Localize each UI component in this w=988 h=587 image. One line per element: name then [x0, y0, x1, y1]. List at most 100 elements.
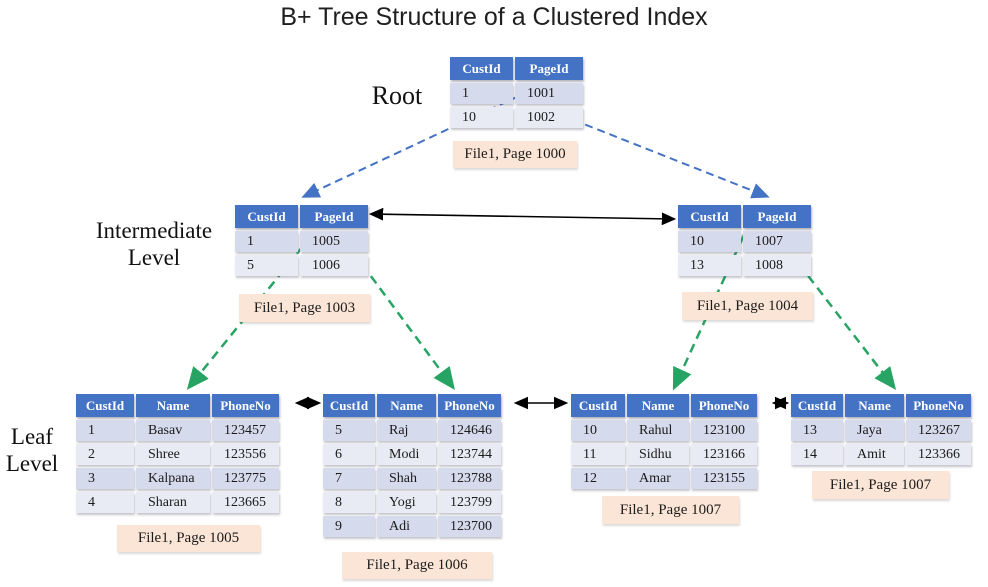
table-cell: 10 — [678, 231, 741, 252]
arrow-intleft-to-leaf2 — [360, 263, 455, 391]
table-cell: 6 — [323, 444, 375, 465]
table-cell: 123788 — [438, 468, 501, 489]
table-cell: 1 — [450, 83, 513, 104]
root-page-label: File1, Page 1000 — [453, 141, 577, 168]
column-header: PhoneNo — [438, 394, 501, 417]
table-cell: 124646 — [438, 420, 501, 441]
column-header: CustId — [571, 394, 625, 417]
column-header: CustId — [76, 394, 134, 417]
table-cell: 9 — [323, 516, 375, 537]
column-header: Name — [845, 394, 904, 417]
table-cell: 123100 — [691, 420, 757, 441]
column-header: Name — [136, 394, 210, 417]
intermediate-left-page-label: File1, Page 1003 — [239, 294, 370, 322]
column-header: Name — [627, 394, 689, 417]
table-cell: Amit — [845, 444, 904, 465]
level-label-intermediate-line1: Intermediate — [95, 218, 213, 243]
level-label-root: Root — [371, 81, 423, 110]
column-header: CustId — [791, 394, 843, 417]
table-cell: Sharan — [136, 492, 210, 513]
leaf-page-label-3: File1, Page 1007 — [602, 496, 739, 524]
level-label-leaf: Leaf Level — [0, 423, 64, 477]
table-cell: 123744 — [438, 444, 501, 465]
table-cell: 14 — [791, 444, 843, 465]
column-header: CustId — [450, 57, 513, 80]
table-cell: 123155 — [691, 468, 757, 489]
table-cell: 11 — [571, 444, 625, 465]
level-label-leaf-line2: Level — [5, 451, 59, 476]
table-cell: Adi — [377, 516, 436, 537]
table-cell: 13 — [791, 420, 843, 441]
column-header: PageId — [743, 205, 811, 228]
diagram-title: B+ Tree Structure of a Clustered Index — [280, 3, 708, 31]
table-cell: 123457 — [212, 420, 279, 441]
level-label-intermediate: Intermediate Level — [78, 217, 230, 271]
table-cell: Raj — [377, 420, 436, 441]
table-cell: 1 — [235, 231, 298, 252]
column-header: CustId — [678, 205, 741, 228]
column-header: Name — [377, 394, 436, 417]
level-label-leaf-line1: Leaf — [10, 424, 54, 449]
table-cell: Shah — [377, 468, 436, 489]
table-cell: 1005 — [300, 231, 368, 252]
table-cell: 1001 — [515, 83, 583, 104]
table-cell: 123366 — [906, 444, 971, 465]
table-cell: Yogi — [377, 492, 436, 513]
column-header: PageId — [515, 57, 583, 80]
table-cell: 1008 — [743, 255, 811, 276]
leaf-page-label-1: File1, Page 1005 — [117, 525, 260, 552]
table-cell: Sidhu — [627, 444, 689, 465]
table-cell: 3 — [76, 468, 134, 489]
table-cell: 7 — [323, 468, 375, 489]
table-cell: 123700 — [438, 516, 501, 537]
arrow-root-to-intermediate-right — [560, 114, 770, 199]
table-cell: 123556 — [212, 444, 279, 465]
leaf-page-label-4: File1, Page 1007 — [812, 471, 949, 499]
table-cell: 1007 — [743, 231, 811, 252]
table-cell: 123267 — [906, 420, 971, 441]
table-cell: Basav — [136, 420, 210, 441]
table-cell: 123166 — [691, 444, 757, 465]
intermediate-right-page-label: File1, Page 1004 — [682, 292, 813, 320]
table-cell: 10 — [450, 107, 513, 128]
arrow-between-intermediate-pages — [368, 207, 677, 226]
table-cell: 123775 — [212, 468, 279, 489]
table-cell: 5 — [235, 255, 298, 276]
table-cell: 5 — [323, 420, 375, 441]
column-header: CustId — [235, 205, 298, 228]
table-cell: 4 — [76, 492, 134, 513]
table-cell: Shree — [136, 444, 210, 465]
table-cell: 13 — [678, 255, 741, 276]
column-header: PageId — [300, 205, 368, 228]
table-cell: 2 — [76, 444, 134, 465]
table-cell: 10 — [571, 420, 625, 441]
column-header: PhoneNo — [691, 394, 757, 417]
table-cell: 123665 — [212, 492, 279, 513]
arrow-intright-to-leaf4 — [798, 263, 897, 390]
table-cell: Kalpana — [136, 468, 210, 489]
table-cell: Amar — [627, 468, 689, 489]
column-header: CustId — [323, 394, 375, 417]
